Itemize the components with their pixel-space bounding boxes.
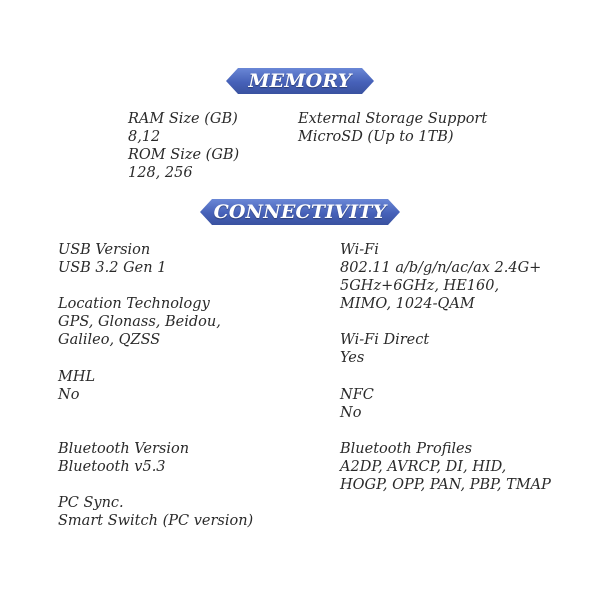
spec-label: Location Technology — [58, 296, 210, 312]
wifi-direct-spec: Wi-Fi Direct Yes — [340, 331, 429, 367]
spec-value: Galileo, QZSS — [58, 332, 161, 348]
memory-title: MEMORY — [248, 70, 352, 92]
ram-spec: RAM Size (GB) 8,12 ROM Size (GB) 128, 25… — [128, 110, 239, 182]
location-spec: Location Technology GPS, Glonass, Beidou… — [58, 295, 221, 349]
spec-value: HOGP, OPP, PAN, PBP, TMAP — [340, 477, 551, 493]
spec-value: GPS, Glonass, Beidou, — [58, 314, 221, 330]
spec-value: 5GHz+6GHz, HE160, — [340, 278, 500, 294]
spec-value: Bluetooth v5.3 — [58, 459, 166, 475]
spec-value: 8,12 — [128, 129, 161, 145]
spec-label: RAM Size (GB) — [128, 111, 238, 127]
spec-label: MHL — [58, 369, 96, 385]
spec-label: Bluetooth Version — [58, 441, 190, 457]
mhl-spec: MHL No — [58, 368, 95, 404]
external-storage-spec: External Storage Support MicroSD (Up to … — [298, 110, 487, 146]
connectivity-section-banner: CONNECTIVITY — [200, 199, 400, 225]
spec-value: MicroSD (Up to 1TB) — [298, 129, 454, 145]
spec-label: Wi-Fi — [340, 242, 379, 258]
nfc-spec: NFC No — [340, 386, 374, 422]
spec-value: No — [58, 387, 80, 403]
spec-label: External Storage Support — [298, 111, 488, 127]
wifi-spec: Wi-Fi 802.11 a/b/g/n/ac/ax 2.4G+ 5GHz+6G… — [340, 241, 541, 313]
spec-value: Yes — [340, 350, 365, 366]
spec-label: USB Version — [58, 242, 151, 258]
spec-value: A2DP, AVRCP, DI, HID, — [340, 459, 507, 475]
spec-label: ROM Size (GB) — [128, 147, 240, 163]
bluetooth-version-spec: Bluetooth Version Bluetooth v5.3 — [58, 440, 189, 476]
spec-value: Smart Switch (PC version) — [58, 513, 254, 529]
connectivity-title: CONNECTIVITY — [213, 201, 387, 223]
spec-value: 802.11 a/b/g/n/ac/ax 2.4G+ — [340, 260, 542, 276]
memory-section-banner: MEMORY — [226, 68, 374, 94]
usb-spec: USB Version USB 3.2 Gen 1 — [58, 241, 166, 277]
spec-label: NFC — [340, 387, 374, 403]
spec-value: No — [340, 405, 362, 421]
spec-value: MIMO, 1024-QAM — [340, 296, 475, 312]
spec-label: Wi-Fi Direct — [340, 332, 430, 348]
spec-label: Bluetooth Profiles — [340, 441, 473, 457]
spec-value: USB 3.2 Gen 1 — [58, 260, 167, 276]
pc-sync-spec: PC Sync. Smart Switch (PC version) — [58, 494, 253, 530]
spec-label: PC Sync. — [58, 495, 124, 511]
spec-value: 128, 256 — [128, 165, 193, 181]
bluetooth-profiles-spec: Bluetooth Profiles A2DP, AVRCP, DI, HID,… — [340, 440, 551, 494]
